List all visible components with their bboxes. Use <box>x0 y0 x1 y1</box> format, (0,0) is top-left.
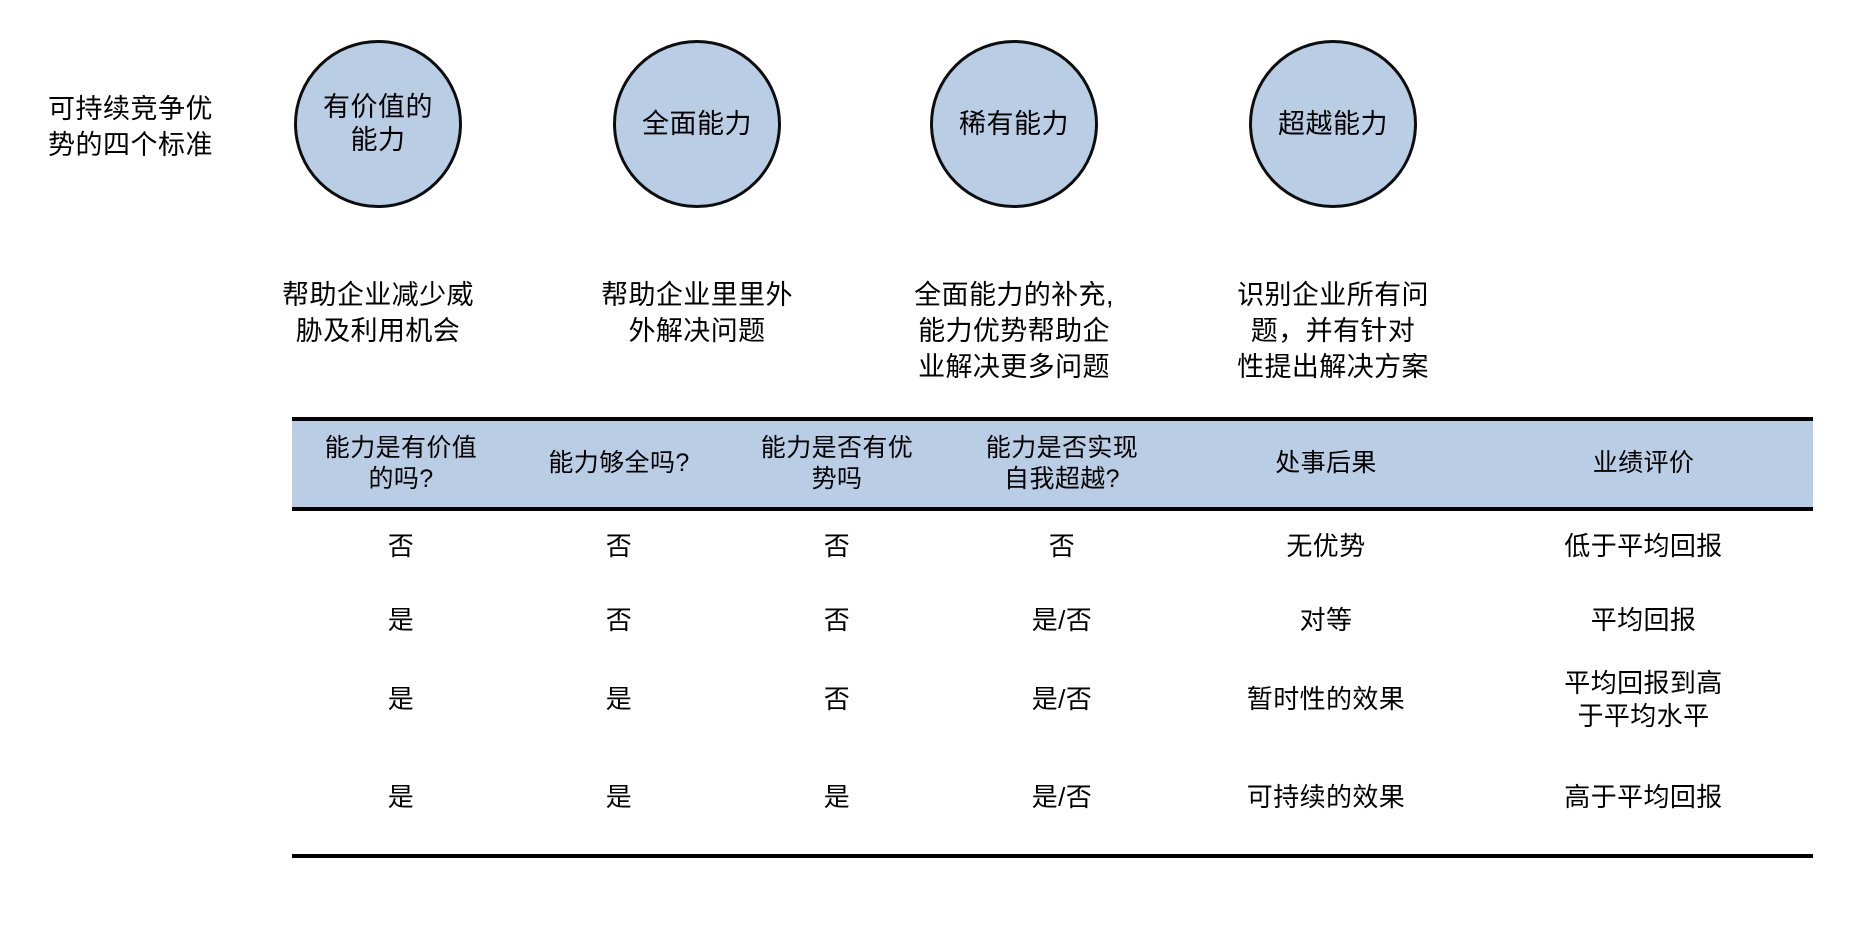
criteria-matrix-table: 能力是有价值 的吗? 能力够全吗? 能力是否有优 势吗 能力是否实现 自我超越?… <box>292 417 1813 858</box>
table-row: 是 是 是 是/否 可持续的效果 高于平均回报 <box>292 741 1813 858</box>
table-row: 否 否 否 否 无优势 低于平均回报 <box>292 509 1813 583</box>
matrix-cell: 是 <box>728 741 946 858</box>
matrix-cell: 否 <box>728 509 946 583</box>
matrix-cell: 否 <box>510 583 728 659</box>
matrix-cell: 平均回报 <box>1474 583 1813 659</box>
criterion-circle-rare: 稀有能力 <box>930 40 1098 208</box>
matrix-header-cell: 能力是否实现 自我超越? <box>946 417 1178 511</box>
matrix-cell: 可持续的效果 <box>1178 741 1474 858</box>
matrix-cell: 是 <box>510 741 728 858</box>
criterion-circle-label: 超越能力 <box>1278 108 1388 139</box>
matrix-cell: 是 <box>292 659 510 741</box>
matrix-cell: 暂时性的效果 <box>1178 659 1474 741</box>
matrix-cell: 否 <box>292 509 510 583</box>
matrix-header: 能力是有价值 的吗? 能力够全吗? 能力是否有优 势吗 能力是否实现 自我超越?… <box>292 417 1813 511</box>
matrix-cell: 对等 <box>1178 583 1474 659</box>
matrix-header-cell: 能力是有价值 的吗? <box>292 417 510 511</box>
criterion-circle-label: 稀有能力 <box>959 108 1069 139</box>
matrix-cell: 高于平均回报 <box>1474 741 1813 858</box>
criterion-caption-rare: 全面能力的补充, 能力优势帮助企 业解决更多问题 <box>914 280 1114 382</box>
matrix-cell: 是 <box>292 741 510 858</box>
criterion-circle-valuable: 有价值的 能力 <box>294 40 462 208</box>
criterion-circle-transcend: 超越能力 <box>1249 40 1417 208</box>
matrix-cell: 否 <box>728 583 946 659</box>
matrix-cell: 是 <box>292 583 510 659</box>
matrix-cell: 否 <box>510 509 728 583</box>
matrix-cell: 否 <box>946 509 1178 583</box>
matrix-cell: 平均回报到高 于平均水平 <box>1474 659 1813 741</box>
matrix-cell: 低于平均回报 <box>1474 509 1813 583</box>
matrix-cell: 是/否 <box>946 583 1178 659</box>
criterion-caption-valuable: 帮助企业减少威 胁及利用机会 <box>282 280 474 346</box>
matrix-cell: 是 <box>510 659 728 741</box>
matrix-cell: 是/否 <box>946 659 1178 741</box>
table-row: 是 是 否 是/否 暂时性的效果 平均回报到高 于平均水平 <box>292 659 1813 741</box>
matrix-body: 否 否 否 否 无优势 低于平均回报 是 否 否 是/否 对等 平均回报 是 是… <box>292 509 1813 858</box>
matrix-cell: 否 <box>728 659 946 741</box>
matrix-header-cell: 能力够全吗? <box>510 417 728 511</box>
table-row: 是 否 否 是/否 对等 平均回报 <box>292 583 1813 659</box>
criterion-circle-comprehensive: 全面能力 <box>613 40 781 208</box>
matrix-header-cell: 业绩评价 <box>1474 417 1813 511</box>
criterion-caption-comprehensive: 帮助企业里里外 外解决问题 <box>601 280 793 346</box>
criterion-circle-label: 有价值的 能力 <box>323 92 433 155</box>
page-title: 可持续竞争优 势的四个标准 <box>48 94 213 160</box>
matrix-header-cell: 能力是否有优 势吗 <box>728 417 946 511</box>
matrix-header-row: 能力是有价值 的吗? 能力够全吗? 能力是否有优 势吗 能力是否实现 自我超越?… <box>292 417 1813 511</box>
matrix-header-cell: 处事后果 <box>1178 417 1474 511</box>
matrix-cell: 无优势 <box>1178 509 1474 583</box>
matrix-cell: 是/否 <box>946 741 1178 858</box>
criterion-caption-transcend: 识别企业所有问 题，并有针对 性提出解决方案 <box>1237 280 1429 382</box>
criterion-circle-label: 全面能力 <box>642 108 752 139</box>
